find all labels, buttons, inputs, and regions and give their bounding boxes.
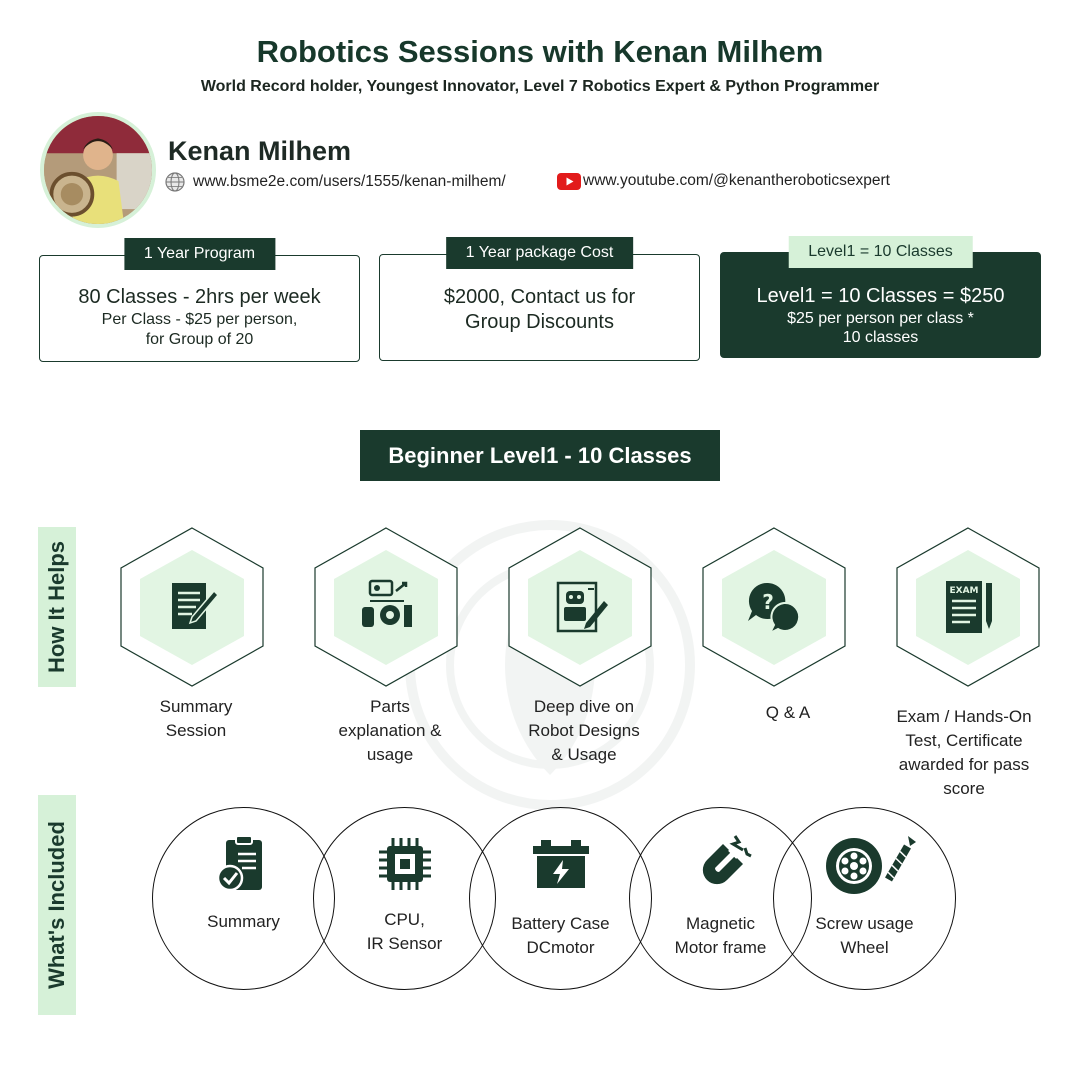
included-label-line: Battery Case — [511, 914, 610, 933]
included-label-line: Screw usage — [815, 914, 914, 933]
person-name: Kenan Milhem — [168, 136, 352, 166]
included-item-wheel: Screw usage Wheel — [773, 807, 956, 990]
helps-label-line: explanation & — [338, 721, 442, 740]
website-link[interactable]: www.bsme2e.com/users/1555/kenan-milhem/ — [165, 172, 506, 192]
included-label-line: Summary — [207, 912, 280, 931]
wheel-screw-icon — [826, 836, 916, 894]
document-edit-icon — [172, 583, 220, 629]
helps-label-parts: Parts explanation & usage — [305, 695, 475, 767]
helps-item-robot-designs — [507, 526, 653, 688]
helps-label-line: Deep dive on — [533, 697, 635, 716]
helps-item-exam: EXAM — [895, 526, 1041, 688]
avatar-photo — [44, 116, 152, 224]
helps-label-line: Summary — [159, 697, 233, 716]
package-cost-card-main: $2000, Contact us for — [443, 286, 636, 308]
included-label-cpu: CPU, IR Sensor — [314, 908, 495, 956]
youtube-icon — [557, 172, 581, 190]
level1-card-main: Level1 = 10 Classes = $250 — [756, 285, 1005, 307]
how-it-helps-text: How It Helps — [44, 540, 69, 674]
exam-icon: EXAM — [946, 581, 992, 633]
helps-label-exam: Exam / Hands-On Test, Certificate awarde… — [879, 705, 1049, 801]
magnet-icon — [702, 835, 752, 885]
included-label-battery: Battery Case DCmotor — [470, 912, 651, 960]
helps-label-robot-designs: Deep dive on Robot Designs & Usage — [499, 695, 669, 767]
youtube-link[interactable]: www.youtube.com/@kenantheroboticsexpert — [557, 172, 890, 190]
page-title: Robotics Sessions with Kenan Milhem — [256, 34, 824, 69]
program-card-tab: 1 Year Program — [123, 238, 276, 270]
helps-label-line: Parts — [370, 697, 410, 716]
battery-icon — [532, 840, 589, 888]
question-chat-icon: ? — [748, 582, 801, 636]
level1-card: Level1 = 10 Classes Level1 = 10 Classes … — [720, 236, 1041, 358]
included-label-line: CPU, — [384, 910, 425, 929]
level-banner: Beginner Level1 - 10 Classes — [360, 430, 720, 481]
program-card-main: 80 Classes - 2hrs per week — [78, 286, 321, 308]
whats-included-label: What's Included — [38, 795, 76, 1015]
helps-label-line: Test, Certificate — [905, 731, 1023, 750]
level1-card-sub: $25 per person per class * — [787, 310, 974, 327]
robot-design-icon — [556, 581, 608, 633]
program-card-sub: for Group of 20 — [145, 331, 254, 348]
helps-label-line: Q & A — [765, 703, 811, 722]
helps-item-qa: ? — [701, 526, 847, 688]
included-item-cpu: CPU, IR Sensor — [313, 807, 496, 990]
helps-item-parts — [313, 526, 459, 688]
package-cost-card: 1 Year package Cost $2000, Contact us fo… — [379, 237, 700, 361]
package-cost-card-main: Group Discounts — [465, 311, 614, 333]
included-item-magnetic: Magnetic Motor frame — [629, 807, 812, 990]
whats-included-text: What's Included — [44, 821, 69, 989]
program-card-sub: Per Class - $25 per person, — [101, 311, 298, 328]
helps-label-line: usage — [366, 745, 414, 764]
helps-label-line: score — [943, 779, 985, 798]
website-url: www.bsme2e.com/users/1555/kenan-milhem/ — [193, 173, 506, 190]
included-label-line: IR Sensor — [366, 934, 443, 953]
included-label-line: DCmotor — [526, 938, 595, 957]
included-label-line: Motor frame — [674, 938, 767, 957]
globe-icon — [165, 172, 185, 192]
helps-item-summary — [119, 526, 265, 688]
helps-label-line: awarded for pass — [898, 755, 1030, 774]
cpu-chip-icon — [378, 838, 431, 890]
helps-label-line: Robot Designs — [528, 721, 640, 740]
included-label-line: Wheel — [840, 938, 889, 957]
included-label-magnetic: Magnetic Motor frame — [630, 912, 811, 960]
helps-label-line: & Usage — [551, 745, 617, 764]
helps-label-line: Exam / Hands-On — [896, 707, 1032, 726]
helps-label-summary: Summary Session — [111, 695, 281, 743]
clipboard-check-icon — [216, 835, 262, 892]
included-label-line: Magnetic — [686, 914, 755, 933]
included-label-summary: Summary — [153, 910, 334, 934]
program-card: 1 Year Program 80 Classes - 2hrs per wee… — [39, 238, 360, 362]
avatar — [40, 112, 156, 228]
level1-card-sub: 10 classes — [842, 329, 919, 347]
youtube-url: www.youtube.com/@kenantheroboticsexpert — [583, 172, 890, 189]
level1-card-tab: Level1 = 10 Classes — [788, 236, 973, 268]
helps-label-line: Session — [165, 721, 227, 740]
included-item-battery: Battery Case DCmotor — [469, 807, 652, 990]
page-subtitle: World Record holder, Youngest Innovator,… — [200, 78, 880, 95]
svg-text:EXAM: EXAM — [949, 586, 978, 596]
how-it-helps-label: How It Helps — [38, 527, 76, 687]
gears-parts-icon — [362, 579, 412, 627]
included-item-summary: Summary — [152, 807, 335, 990]
helps-label-qa: Q & A — [703, 701, 873, 725]
package-cost-card-tab: 1 Year package Cost — [445, 237, 634, 269]
included-label-wheel: Screw usage Wheel — [774, 912, 955, 960]
svg-text:?: ? — [762, 590, 774, 614]
